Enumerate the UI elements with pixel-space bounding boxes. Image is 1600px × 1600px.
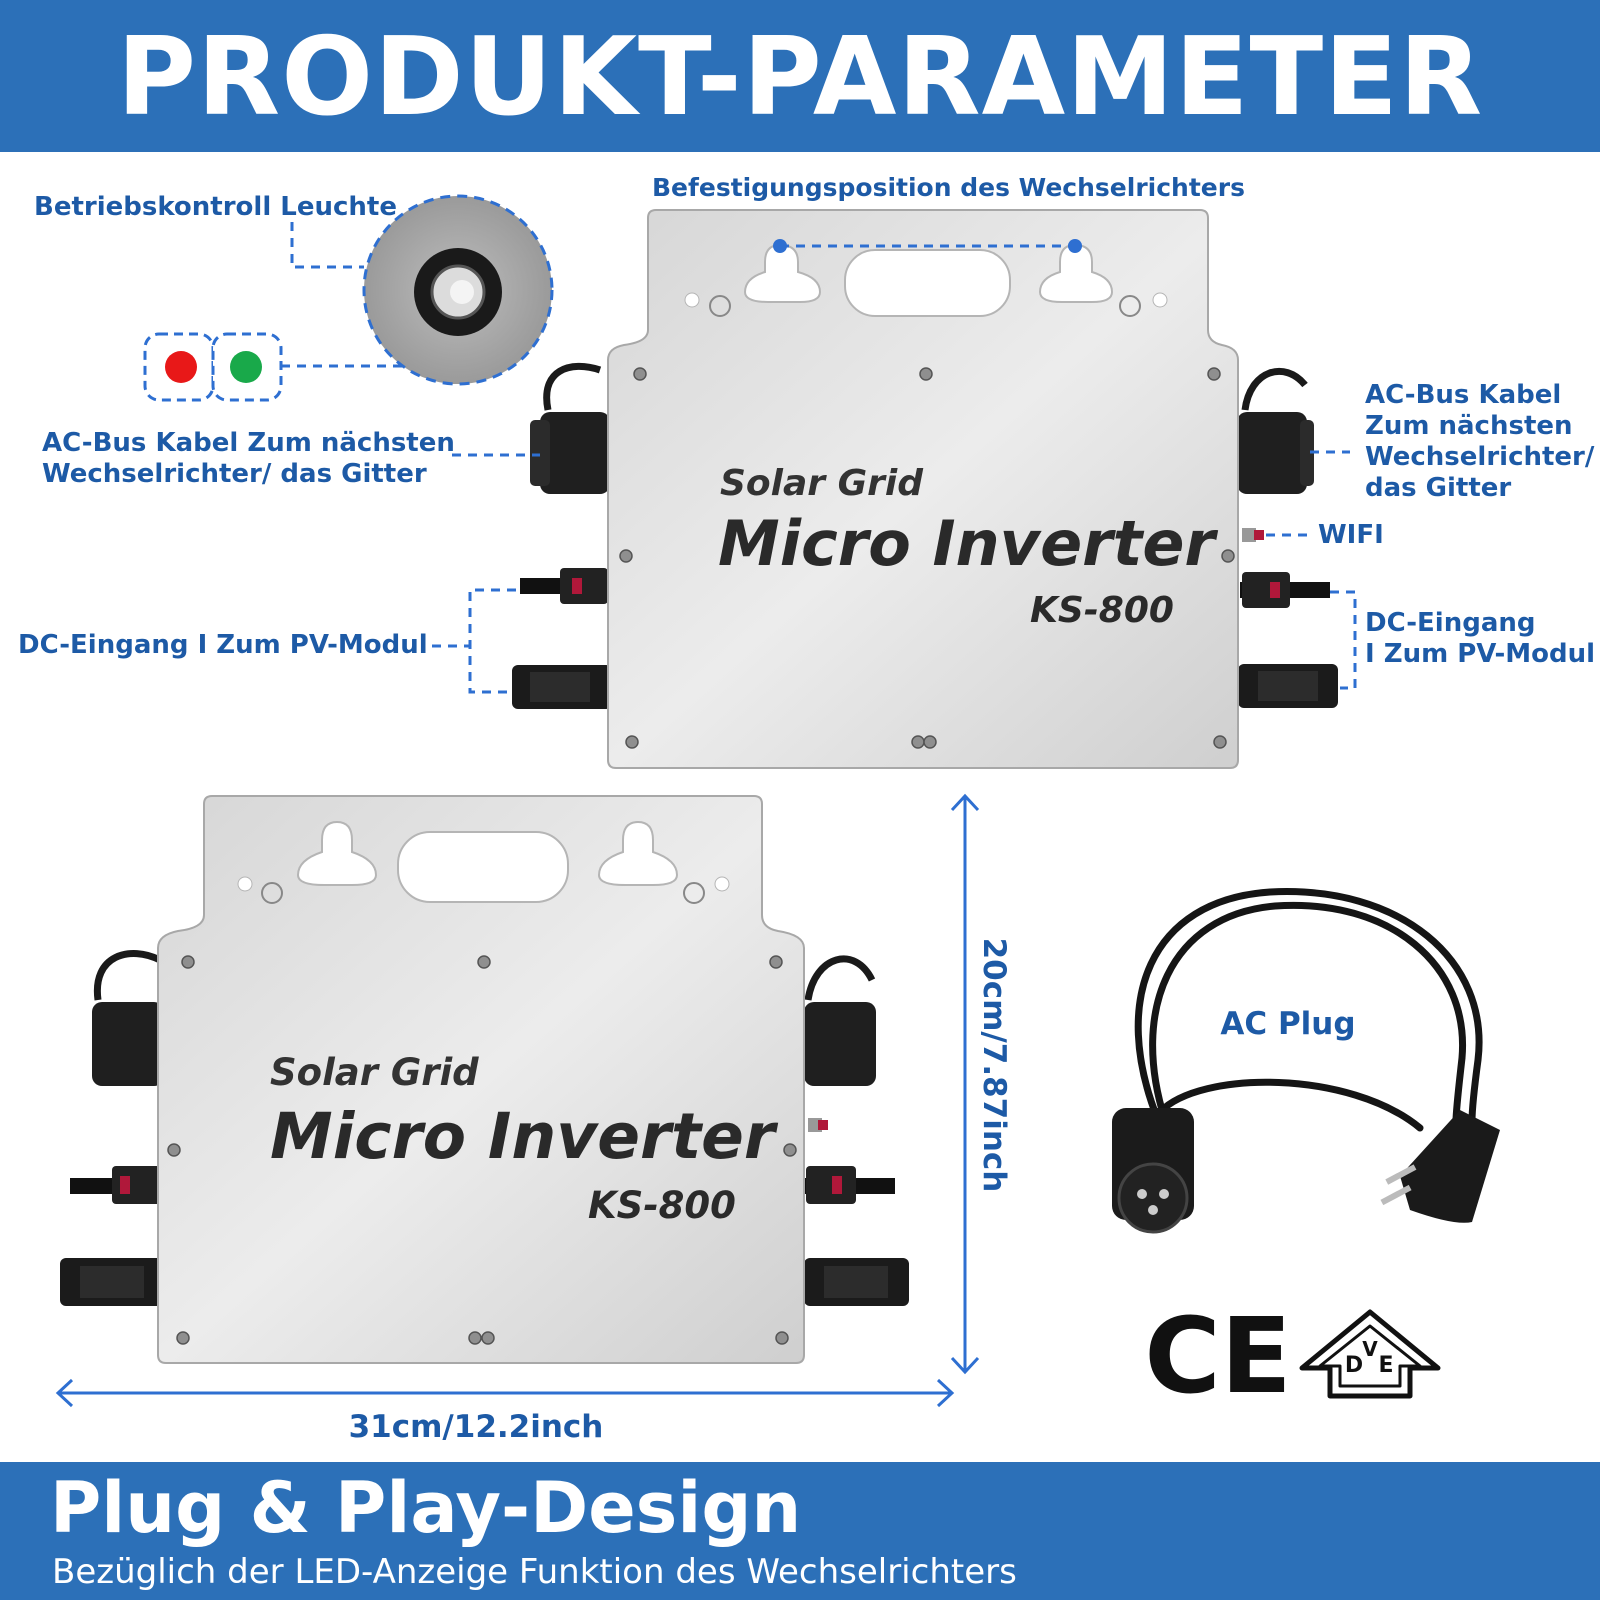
status-light-magnifier	[362, 194, 554, 386]
dc-connector-right-bottom-1	[805, 1166, 895, 1204]
ac-connector-left-bottom	[92, 950, 164, 1086]
header-banner	[0, 0, 1600, 152]
ac-bus-right-line-3: Wechselrichter/	[1365, 442, 1595, 472]
width-arrow	[55, 1378, 955, 1408]
ac-connector-right-top	[1237, 367, 1314, 494]
vde-mark: D V E	[1299, 1309, 1441, 1399]
inverter-bottom-product: Micro Inverter	[270, 1100, 779, 1173]
ac-plug-connector	[1112, 1108, 1194, 1234]
led-green	[230, 351, 262, 383]
wifi-antenna-bottom	[808, 1118, 828, 1132]
vde-letter-e: E	[1378, 1353, 1393, 1378]
ac-plug-cable	[1134, 888, 1483, 1144]
vde-letter-v: V	[1362, 1337, 1378, 1361]
dc-left-label: DC-Eingang I Zum PV-Modul	[18, 630, 428, 660]
ac-bus-left-line-2: Wechselrichter/ das Gitter	[42, 459, 427, 489]
dc-right-line-1: DC-Eingang	[1365, 608, 1536, 638]
inverter-top-brand: Solar Grid	[720, 463, 924, 504]
status-light-leader	[290, 222, 364, 269]
dc-connector-left-bottom-1	[70, 1166, 165, 1204]
dc-connector-left-bottom-2	[60, 1258, 165, 1306]
dc-right-label: DC-Eingang I Zum PV-Modul	[1365, 608, 1595, 670]
ce-mark: CE	[1144, 1295, 1291, 1417]
dc-connector-right-top-1	[1240, 572, 1330, 608]
footer-subtitle: Bezüglich der LED-Anzeige Funktion des W…	[52, 1552, 1017, 1592]
vde-letter-d: D	[1345, 1353, 1363, 1378]
dc-connector-left-top-1	[520, 568, 610, 604]
footer-title: Plug & Play-Design	[50, 1467, 802, 1549]
ac-bus-left-line-1: AC-Bus Kabel Zum nächsten	[42, 428, 455, 458]
ac-connector-right-bottom	[804, 955, 876, 1086]
inverter-top-housing	[607, 209, 1239, 769]
dc-right-line-2: I Zum PV-Modul	[1365, 639, 1596, 669]
height-arrow	[950, 793, 980, 1375]
height-label: 20cm/7.87inch	[976, 938, 1012, 1193]
dc-connector-right-top-2	[1238, 664, 1338, 708]
ac-bus-right-label: AC-Bus Kabel Zum nächsten Wechselrichter…	[1365, 380, 1594, 504]
schuko-plug	[1380, 1110, 1500, 1223]
wifi-antenna-top	[1242, 528, 1264, 542]
ac-bus-left-label: AC-Bus Kabel Zum nächsten Wechselrichter…	[42, 428, 455, 490]
ac-bus-right-line-1: AC-Bus Kabel	[1365, 380, 1562, 410]
dc-connector-right-bottom-2	[804, 1258, 909, 1306]
inverter-top-model: KS-800	[1030, 590, 1174, 631]
mounting-position-label: Befestigungsposition des Wechselrichters	[652, 173, 1245, 202]
inverter-bottom-brand: Solar Grid	[270, 1051, 479, 1094]
inverter-bottom: Solar Grid Micro Inverter KS-800	[60, 795, 909, 1364]
product-illustration: Solar Grid Micro Inverter KS-800	[55, 194, 1500, 1445]
inverter-top-product: Micro Inverter	[718, 507, 1218, 580]
ac-bus-right-line-2: Zum nächsten	[1365, 411, 1573, 441]
footer-banner	[0, 1462, 1600, 1600]
ac-connector-left-top	[530, 362, 610, 494]
dc-left-bracket	[468, 588, 516, 694]
led-indicators	[143, 332, 402, 402]
status-light-label: Betriebskontroll Leuchte	[34, 192, 397, 222]
ac-plug-label: AC Plug	[1220, 1006, 1355, 1042]
mounting-callout-line	[773, 239, 1082, 253]
led-red	[165, 351, 197, 383]
wifi-label: WIFI	[1318, 520, 1384, 550]
inverter-bottom-housing	[157, 795, 805, 1364]
dc-connector-left-top-2	[512, 665, 612, 709]
page-title: PRODUKT-PARAMETER	[116, 15, 1484, 140]
inverter-top: Solar Grid Micro Inverter KS-800	[512, 209, 1338, 769]
inverter-bottom-model: KS-800	[588, 1184, 736, 1227]
width-label: 31cm/12.2inch	[349, 1409, 604, 1445]
dc-right-bracket	[1330, 590, 1357, 690]
ac-bus-right-line-4: das Gitter	[1365, 473, 1512, 503]
